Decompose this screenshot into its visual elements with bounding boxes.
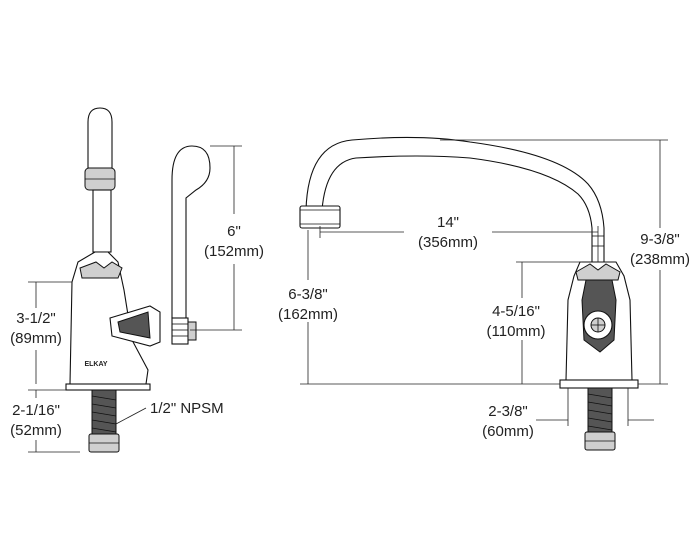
faucet-side-view: ELKAY 6" bbox=[10, 107, 264, 453]
thread-callout-label: 1/2" NPSM bbox=[150, 400, 224, 417]
front-shank bbox=[584, 387, 616, 451]
dim-handle-height-metric: (152mm) bbox=[204, 243, 264, 260]
faucet-front-view: 14" (356mm) 6-3/8" (162mm) 9-3/8" (238mm… bbox=[278, 136, 690, 451]
side-faucet-body: ELKAY bbox=[69, 251, 161, 385]
dim-base-width-metric: (60mm) bbox=[482, 423, 534, 440]
dim-overall-height: 9-3/8" (238mm) bbox=[440, 139, 690, 385]
thread-callout: 1/2" NPSM bbox=[115, 400, 224, 425]
front-base-plate bbox=[559, 379, 639, 389]
dim-base-width-imperial: 2-3/8" bbox=[488, 403, 528, 420]
dim-outlet-height: 6-3/8" (162mm) bbox=[278, 230, 560, 385]
brand-logo: ELKAY bbox=[84, 361, 107, 368]
side-base-plate bbox=[65, 383, 151, 391]
wrist-blade-handle bbox=[171, 145, 211, 345]
dim-front-body-height: 4-5/16" (110mm) bbox=[487, 261, 582, 384]
dim-front-body-imperial: 4-5/16" bbox=[492, 303, 540, 320]
dim-outlet-imperial: 6-3/8" bbox=[288, 286, 328, 303]
dim-shank-length: 2-1/16" (52mm) bbox=[10, 389, 80, 453]
dim-side-body-imperial: 3-1/2" bbox=[16, 310, 56, 327]
side-spout-tube bbox=[84, 107, 116, 253]
dim-shank-metric: (52mm) bbox=[10, 422, 62, 439]
dim-handle-height: 6" (152mm) bbox=[190, 145, 264, 331]
dim-front-body-metric: (110mm) bbox=[487, 323, 546, 340]
dim-spout-reach: 14" (356mm) bbox=[319, 214, 599, 262]
dim-overall-metric: (238mm) bbox=[630, 251, 690, 268]
front-faucet-body bbox=[565, 261, 633, 381]
dim-reach-metric: (356mm) bbox=[418, 234, 478, 251]
dim-shank-imperial: 2-1/16" bbox=[12, 402, 60, 419]
dim-base-width: 2-3/8" (60mm) bbox=[482, 388, 654, 440]
side-shank bbox=[88, 389, 120, 453]
dim-side-body-metric: (89mm) bbox=[10, 330, 62, 347]
dim-side-body-height: 3-1/2" (89mm) bbox=[10, 281, 72, 384]
dim-overall-imperial: 9-3/8" bbox=[640, 231, 680, 248]
swing-spout bbox=[299, 136, 605, 263]
dim-reach-imperial: 14" bbox=[437, 214, 459, 231]
dim-handle-height-imperial: 6" bbox=[227, 223, 241, 240]
dim-outlet-metric: (162mm) bbox=[278, 306, 338, 323]
